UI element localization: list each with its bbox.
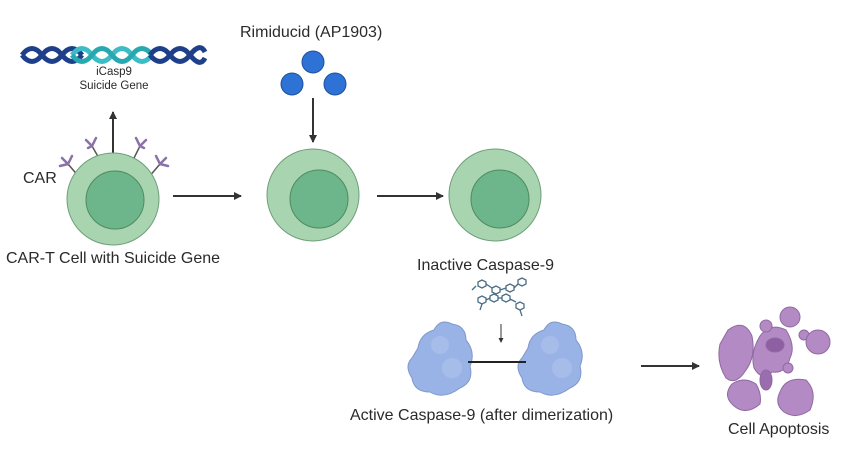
- gene-label-line2: Suicide Gene: [79, 80, 149, 92]
- molecule-structure-icon: [471, 277, 527, 317]
- car-label: CAR: [23, 170, 57, 187]
- gene-label-line1: iCasp9: [96, 66, 132, 78]
- small-molecule-icon: [280, 50, 347, 96]
- inactive-cell-icon: [448, 148, 542, 242]
- drug-label: Rimiducid (AP1903): [240, 24, 383, 41]
- car-t-cell-label: CAR-T Cell with Suicide Gene: [6, 250, 221, 267]
- active-caspase-label: Active Caspase-9 (after dimerization): [350, 407, 614, 424]
- car-t-cell-icon: [58, 136, 170, 246]
- dna-helix-icon: [20, 45, 208, 65]
- gene-label: iCasp9 Suicide Gene: [62, 65, 166, 93]
- inactive-caspase-label: Inactive Caspase-9: [417, 257, 554, 274]
- apoptosis-label: Cell Apoptosis: [728, 421, 830, 438]
- apoptotic-cell-icon: [718, 306, 831, 416]
- treated-cell-icon: [266, 148, 360, 242]
- protein-icon: [407, 321, 583, 396]
